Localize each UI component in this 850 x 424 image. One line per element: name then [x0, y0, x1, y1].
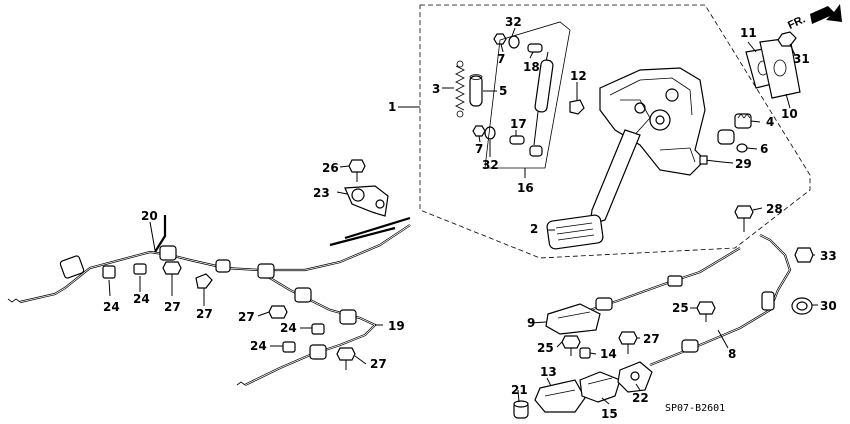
washer-lower: [484, 126, 496, 140]
leader-lines: [108, 27, 818, 405]
bolt-28: [734, 205, 754, 232]
bolt-27-a: [162, 261, 182, 290]
callout-25-b: 25: [537, 341, 554, 355]
callout-31: 31: [793, 52, 810, 66]
callout-23: 23: [313, 186, 330, 200]
damper: [509, 43, 554, 157]
guide-15: [579, 371, 621, 403]
pawl: [717, 129, 735, 145]
front-direction-arrow: [810, 4, 842, 24]
clip-24-d: [282, 341, 296, 353]
callout-32-lower: 32: [482, 158, 499, 172]
clip-24-a: [102, 265, 116, 279]
callout-27-c: 27: [238, 310, 255, 324]
brake-switch: [569, 82, 585, 115]
callout-33: 33: [820, 249, 837, 263]
callout-24-b: 24: [133, 292, 150, 306]
bolt-27-e: [618, 331, 638, 354]
collar: [469, 75, 483, 107]
bolt-26: [348, 159, 366, 182]
washer-6: [736, 143, 748, 153]
bushing-21: [513, 400, 529, 419]
nut-upper: [493, 33, 507, 45]
equalizer: [545, 297, 613, 335]
pedal-assembly-boundary: [419, 4, 811, 259]
damper-bracket: [484, 21, 571, 169]
callout-12: 12: [570, 69, 587, 83]
bolt-27-d: [336, 347, 356, 370]
callout-25-a: 25: [672, 301, 689, 315]
callout-20: 20: [141, 209, 158, 223]
callout-19: 19: [388, 319, 405, 333]
callout-13: 13: [540, 365, 557, 379]
callout-6: 6: [760, 142, 768, 156]
callout-5: 5: [499, 84, 507, 98]
bolt-33: [794, 247, 814, 263]
clip-24-c: [311, 323, 325, 335]
pedal-bolt: [699, 155, 723, 165]
holder-22: [617, 361, 653, 393]
callout-24-c: 24: [280, 321, 297, 335]
cable-clip: [344, 185, 389, 217]
bolt-27-c: [268, 305, 288, 319]
callout-22: 22: [632, 391, 649, 405]
ratchet-spring: [734, 113, 752, 129]
callout-10: 10: [781, 107, 798, 121]
callout-29: 29: [735, 157, 752, 171]
callout-30: 30: [820, 299, 837, 313]
callout-7-upper: 7: [497, 52, 505, 66]
bolt-27-b: [195, 273, 213, 300]
nut-lower: [472, 125, 486, 137]
callout-17: 17: [510, 117, 527, 131]
bracket-plate: [759, 37, 801, 99]
pedal-assembly: [546, 67, 706, 250]
grommet: [791, 297, 813, 315]
callout-14: 14: [600, 347, 617, 361]
callout-7-lower: 7: [475, 142, 483, 156]
nut-14: [579, 347, 591, 359]
rear-brake-cable: [7, 215, 411, 386]
callout-26: 26: [322, 161, 339, 175]
callout-24-a: 24: [103, 300, 120, 314]
callout-27-b: 27: [196, 307, 213, 321]
callout-24-d: 24: [250, 339, 267, 353]
callout-32-upper: 32: [505, 15, 522, 29]
clip-24-b: [133, 263, 147, 275]
callout-15: 15: [601, 407, 618, 421]
callout-11: 11: [740, 26, 757, 40]
bolt-25-b: [561, 335, 581, 356]
diagram-code: SP07-B2601: [665, 403, 725, 414]
callout-27-a: 27: [164, 300, 181, 314]
washer-upper: [508, 35, 520, 49]
callout-18: 18: [523, 60, 540, 74]
front-direction-label: FR.: [786, 13, 807, 31]
callout-1: 1: [388, 100, 396, 114]
callout-4: 4: [766, 115, 774, 129]
callout-27-e: 27: [643, 332, 660, 346]
callout-3: 3: [432, 82, 440, 96]
callout-9: 9: [527, 316, 535, 330]
callout-8: 8: [728, 347, 736, 361]
return-spring: [455, 60, 465, 118]
bracket-13: [534, 379, 586, 413]
callout-16: 16: [517, 181, 534, 195]
pedal-pad: [546, 214, 604, 250]
front-brake-cable: [574, 234, 792, 367]
bolt-25-a: [696, 301, 716, 322]
callout-21: 21: [511, 383, 528, 397]
callout-labels: 1 2 3 4 5 6 7 7 8 9 10 11 12 13 14 15 16…: [103, 15, 837, 421]
callout-27-d: 27: [370, 357, 387, 371]
flange-nut: [777, 31, 797, 47]
callout-28: 28: [766, 202, 783, 216]
callout-2: 2: [530, 222, 538, 236]
